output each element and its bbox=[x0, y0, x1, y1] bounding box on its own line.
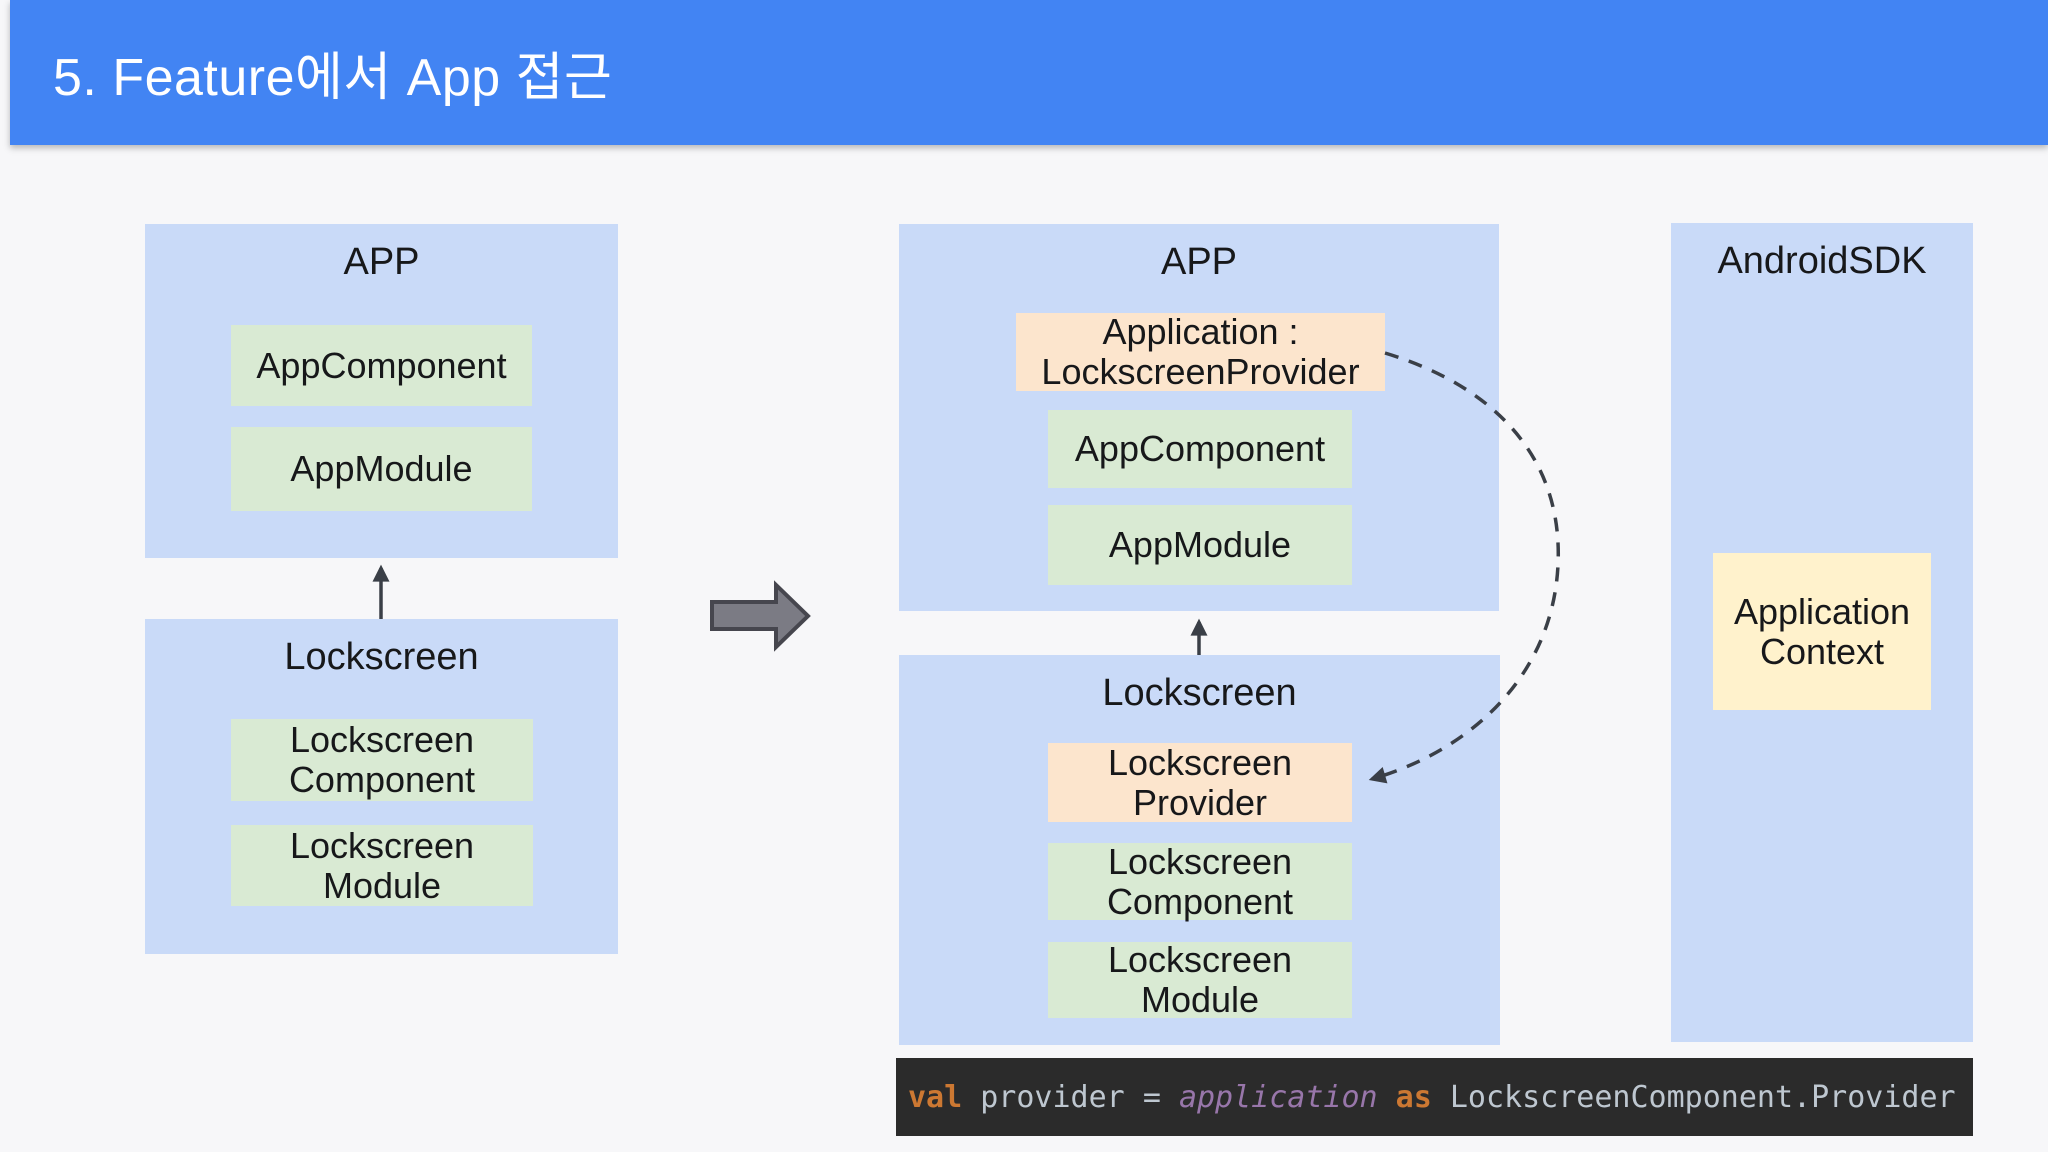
before-lockscreen-component-chip: Lockscreen Component bbox=[231, 719, 533, 801]
before-app-component-chip: AppComponent bbox=[231, 325, 532, 406]
after-app-box-title: APP bbox=[1160, 241, 1238, 283]
code-snippet-bar: val provider = application as Lockscreen… bbox=[896, 1058, 1973, 1136]
code-token: application bbox=[1178, 1079, 1378, 1115]
after-lockscreen-box-title: Lockscreen bbox=[1102, 672, 1297, 714]
after-app-module-chip: AppModule bbox=[1048, 505, 1352, 585]
after-lockscreen-box: Lockscreen Lockscreen Provider Lockscree… bbox=[899, 655, 1500, 1045]
code-token: = bbox=[1142, 1079, 1179, 1115]
after-app-box: APP Application : LockscreenProvider App… bbox=[899, 224, 1499, 611]
after-lockscreen-component-chip: Lockscreen Component bbox=[1048, 841, 1352, 921]
before-lockscreen-box-title: Lockscreen bbox=[284, 636, 479, 678]
slide-header: 5. Feature에서 App 접근 bbox=[10, 0, 2048, 145]
slide-title: 5. Feature에서 App 접근 bbox=[53, 49, 613, 107]
after-application-provider-chip: Application : LockscreenProvider bbox=[1016, 312, 1385, 392]
transform-arrow-icon bbox=[710, 580, 811, 652]
application-context-chip: Application Context bbox=[1713, 553, 1931, 710]
before-app-box: APP AppComponent AppModule bbox=[145, 224, 618, 558]
before-lockscreen-box: Lockscreen Lockscreen Component Lockscre… bbox=[145, 619, 618, 954]
code-token: as bbox=[1377, 1079, 1450, 1115]
after-lockscreen-provider-chip: Lockscreen Provider bbox=[1048, 742, 1352, 822]
before-app-module-chip: AppModule bbox=[231, 427, 532, 511]
code-token: provider bbox=[980, 1079, 1143, 1115]
android-sdk-box: AndroidSDK Application Context bbox=[1671, 223, 1973, 1042]
before-lockscreen-module-chip: Lockscreen Module bbox=[231, 825, 533, 906]
after-app-component-chip: AppComponent bbox=[1048, 410, 1352, 488]
code-token: val bbox=[908, 1079, 981, 1115]
code-token: LockscreenComponent.Provider bbox=[1449, 1079, 1956, 1115]
after-lockscreen-module-chip: Lockscreen Module bbox=[1048, 940, 1352, 1020]
before-app-box-title: APP bbox=[343, 241, 420, 283]
code-line: val provider = application as Lockscreen… bbox=[896, 1080, 1956, 1115]
android-sdk-box-title: AndroidSDK bbox=[1717, 240, 1927, 282]
